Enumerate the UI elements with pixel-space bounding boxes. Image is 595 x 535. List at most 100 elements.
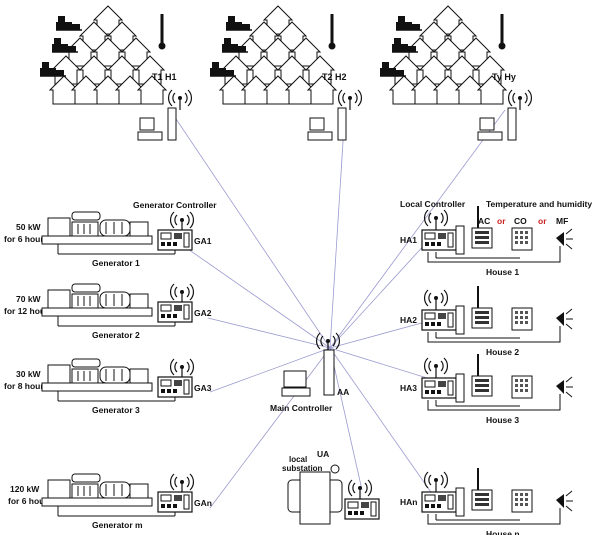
thermometer-icon — [498, 14, 506, 50]
generator-set-icon — [41, 473, 153, 507]
link-line — [329, 347, 363, 491]
cluster-label: T1 H1 — [152, 72, 177, 82]
temp-humidity-label: Temperature and humidity — [486, 199, 592, 209]
generator-duration: for 6 hours — [8, 496, 53, 506]
mf-unit-icon — [555, 308, 574, 330]
house-clusters: T1 H1 T2 H2 Ty Hy — [39, 5, 533, 141]
link-line — [174, 239, 331, 349]
local-controller-box — [421, 309, 457, 331]
house-cluster: T2 H2 — [209, 5, 363, 141]
local-substation: UA local substation — [282, 449, 380, 525]
generator-name: Generator 1 — [92, 258, 140, 268]
generator-icon — [225, 15, 253, 31]
generator-duration: for 6 hours — [4, 234, 49, 244]
house-name: House n — [486, 529, 520, 535]
cluster-label: T2 H2 — [322, 72, 347, 82]
link-line — [329, 229, 439, 349]
mf-unit-icon — [555, 376, 574, 398]
wireless-antenna-icon — [423, 289, 449, 311]
wireless-antenna-icon — [167, 89, 193, 111]
local-controller-box — [421, 229, 457, 251]
appliance-mf-label: MF — [556, 216, 568, 226]
local-controller-box — [421, 377, 457, 399]
substation-id: UA — [317, 449, 329, 459]
link-line — [209, 347, 331, 509]
thermometer-icon — [158, 14, 166, 50]
link-line — [207, 317, 331, 349]
link-line — [329, 347, 441, 383]
main-controller: AA Main Controller — [270, 332, 349, 413]
wireless-antenna-icon — [347, 479, 373, 501]
house-controller-id: HA3 — [400, 383, 417, 393]
generator-controller-id: GA3 — [194, 383, 212, 393]
cluster-label: Ty Hy — [492, 72, 516, 82]
local-controller-label: Local Controller — [400, 199, 466, 209]
thermometer-icon — [328, 14, 336, 50]
wireless-antenna-icon — [169, 358, 195, 380]
link-line — [329, 109, 346, 349]
generator-controller-id: GAn — [194, 498, 212, 508]
main-controller-label: Main Controller — [270, 403, 333, 413]
wireless-antenna-icon — [507, 89, 533, 111]
link-line — [329, 347, 441, 506]
generator-duration: for 12 hours — [4, 306, 53, 316]
generator-controller-id: GA2 — [194, 308, 212, 318]
generator-power: 30 kW — [16, 369, 42, 379]
house-cluster: T1 H1 — [39, 5, 193, 141]
wireless-antenna-icon — [423, 209, 449, 231]
co-unit-icon — [511, 227, 533, 251]
ac-unit-icon — [471, 375, 493, 397]
house-controller-id: HA1 — [400, 235, 417, 245]
generator-controller-box — [157, 229, 193, 251]
main-controller-id: AA — [337, 387, 349, 397]
house-name: House 3 — [486, 415, 519, 425]
or-label: or — [497, 216, 506, 226]
generator-icon — [55, 15, 83, 31]
wireless-antenna-icon — [169, 211, 195, 233]
wireless-antenna-icon — [423, 357, 449, 379]
generator-set-icon — [41, 211, 153, 245]
wireless-antenna-icon — [423, 471, 449, 493]
communication-links — [169, 109, 506, 509]
house-name: House 2 — [486, 347, 519, 357]
generator-controller-box — [157, 491, 193, 513]
generator-power: 70 kW — [16, 294, 42, 304]
generator-controller-box — [157, 376, 193, 398]
wireless-antenna-icon — [169, 473, 195, 495]
generator-name: Generator 3 — [92, 405, 140, 415]
substation-label-1: local — [289, 455, 307, 464]
mf-unit-icon — [555, 228, 574, 250]
local-controller-box — [421, 491, 457, 513]
generator-power: 50 kW — [16, 222, 42, 232]
generator-controller-box — [157, 301, 193, 323]
substation-label-2: substation — [282, 464, 323, 473]
co-unit-icon — [511, 307, 533, 331]
link-line — [209, 347, 331, 393]
generator-controller-id: GA1 — [194, 236, 212, 246]
wireless-antenna-icon — [337, 89, 363, 111]
generator-name: Generator m — [92, 520, 143, 530]
generator-set-icon — [41, 283, 153, 317]
generator-controller-label: Generator Controller — [133, 200, 217, 210]
co-unit-icon — [511, 375, 533, 399]
ac-unit-icon — [471, 489, 493, 511]
generator-power: 120 kW — [10, 484, 40, 494]
ac-unit-icon — [471, 227, 493, 249]
appliance-ac-label: AC — [478, 216, 490, 226]
generator-set-icon — [41, 358, 153, 392]
link-line — [329, 109, 506, 349]
house-name: House 1 — [486, 267, 519, 277]
house-cluster: Ty Hy — [379, 5, 533, 141]
generator-name: Generator 2 — [92, 330, 140, 340]
co-unit-icon — [511, 489, 533, 513]
